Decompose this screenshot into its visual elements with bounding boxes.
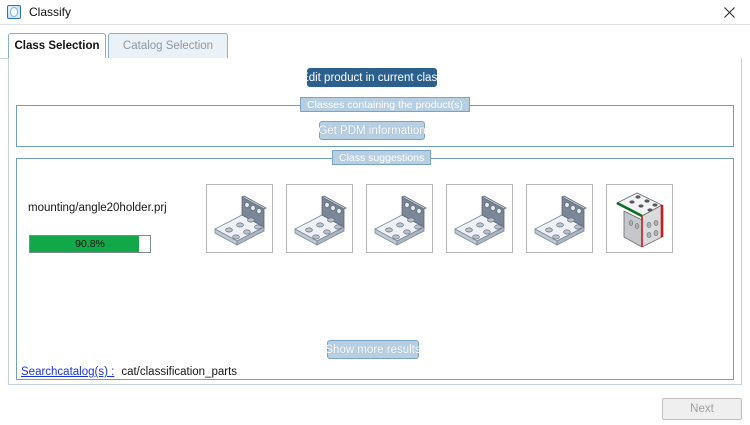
- edit-product-button-label: Edit product in current class: [301, 71, 443, 84]
- search-catalog-row: Searchcatalog(s) : cat/classification_pa…: [21, 366, 237, 378]
- suggestion-class-name: mounting/angle20holder.prj: [28, 202, 167, 214]
- angle-bracket-thumbnail-1[interactable]: [206, 184, 273, 253]
- next-button-label: Next: [690, 403, 714, 415]
- confidence-progress-fill: [30, 236, 139, 252]
- tab-class-selection-label: Class Selection: [14, 40, 100, 52]
- active-tab-joint: [9, 58, 106, 59]
- get-pdm-information-button[interactable]: Get PDM information: [318, 121, 426, 140]
- search-catalog-value: cat/classification_parts: [121, 366, 238, 378]
- next-button[interactable]: Next: [662, 398, 742, 420]
- angle-bracket-thumbnail-6[interactable]: [606, 184, 673, 253]
- search-catalogs-link[interactable]: Searchcatalog(s) :: [21, 366, 115, 378]
- angle-bracket-thumbnail-4[interactable]: [446, 184, 513, 253]
- title-separator: [0, 24, 750, 25]
- edit-product-in-current-class-button[interactable]: Edit product in current class: [301, 68, 443, 87]
- tab-catalog-selection-label: Catalog Selection: [122, 40, 214, 52]
- confidence-progress-bar: 90.8%: [29, 235, 151, 253]
- window-title: Classify: [29, 5, 72, 19]
- angle-bracket-thumbnail-5[interactable]: [526, 184, 593, 253]
- close-icon[interactable]: [708, 0, 750, 24]
- title-bar: Classify: [0, 0, 750, 24]
- thumbnail-strip: [206, 184, 673, 253]
- show-more-results-label: Show more results: [325, 343, 421, 356]
- classes-containing-product-label: Classes containing the product(s): [300, 97, 470, 112]
- tab-class-selection[interactable]: Class Selection: [8, 33, 106, 58]
- tab-strip: Class Selection Catalog Selection: [8, 33, 742, 59]
- get-pdm-button-label: Get PDM information: [318, 124, 426, 137]
- classify-icon: [7, 5, 21, 19]
- class-suggestions-label: Class suggestions: [332, 150, 432, 165]
- tab-catalog-selection[interactable]: Catalog Selection: [108, 33, 228, 58]
- angle-bracket-thumbnail-2[interactable]: [286, 184, 353, 253]
- angle-bracket-thumbnail-3[interactable]: [366, 184, 433, 253]
- confidence-progress-label: 90.8%: [75, 238, 105, 250]
- show-more-results-button[interactable]: Show more results: [325, 340, 421, 359]
